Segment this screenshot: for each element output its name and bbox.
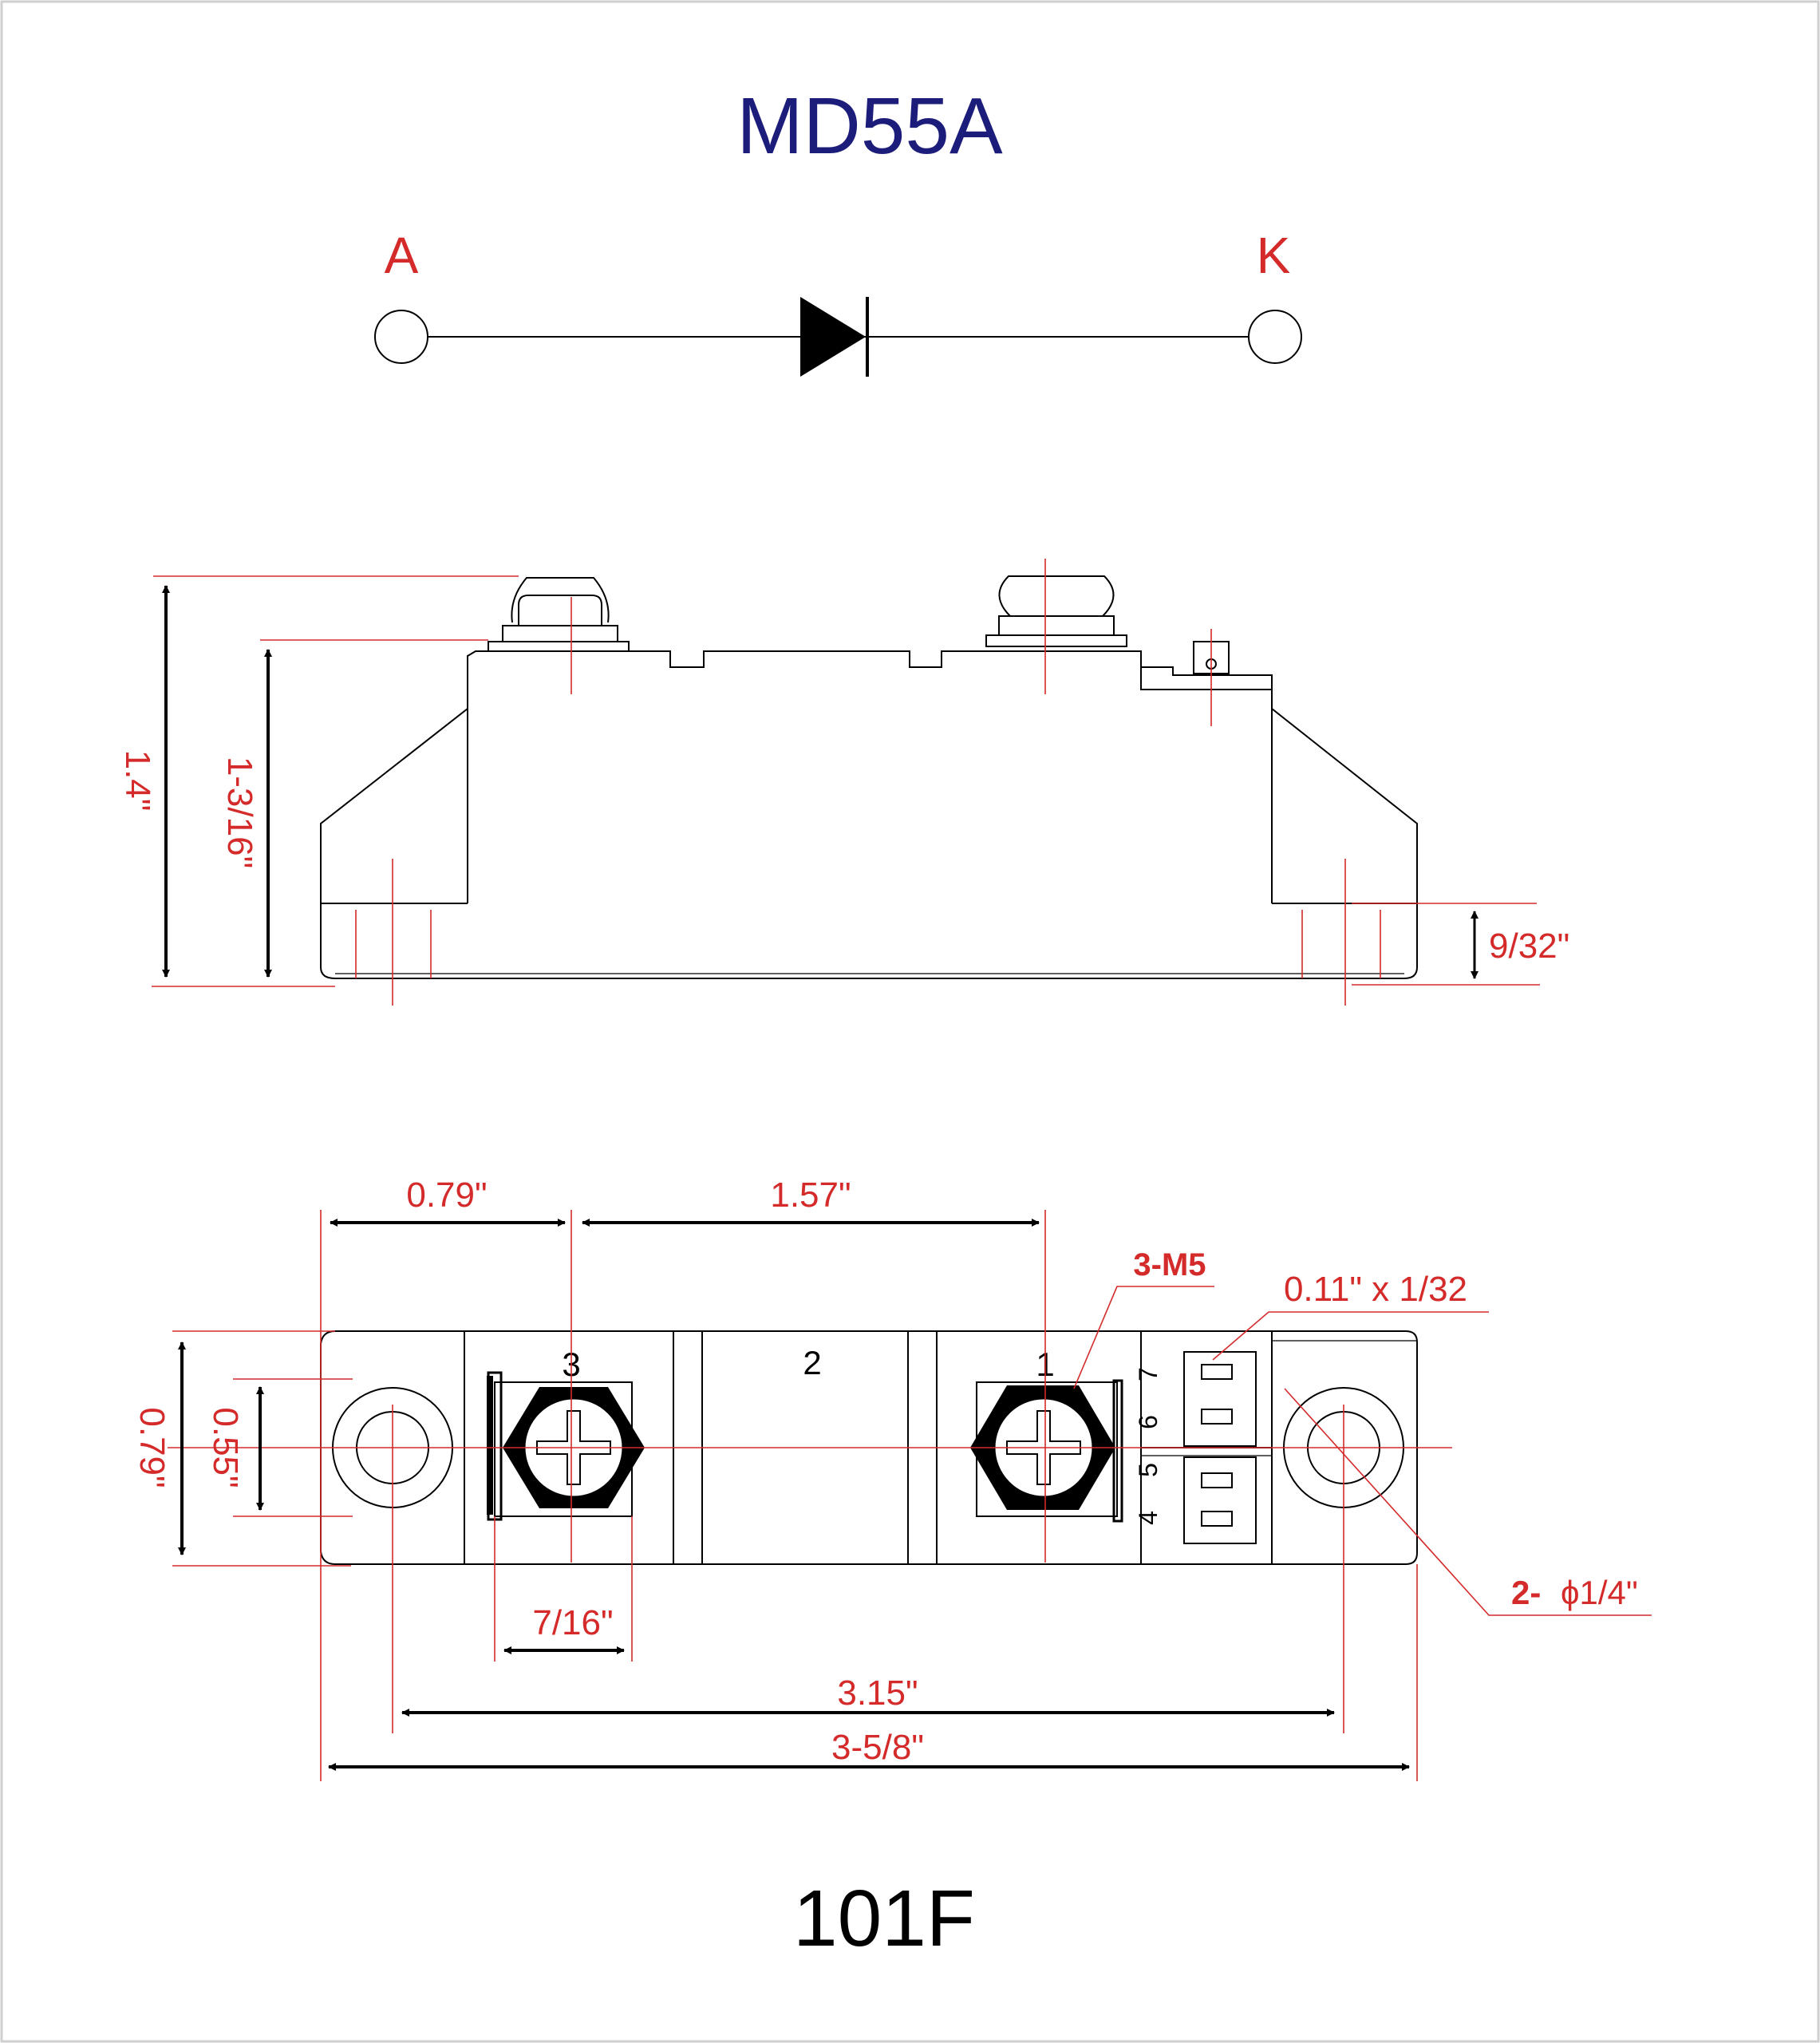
dim-inner-width-label: 0.55" [206, 1407, 245, 1488]
aux-pin-block [1183, 1351, 1257, 1544]
top-outline [320, 1330, 1418, 1565]
side-body [467, 650, 1273, 709]
dim-length-label: 3-5/8" [831, 1728, 924, 1767]
dim-body-height-label: 1-3/16" [220, 757, 259, 868]
screw-callout-label: 3-M5 [1133, 1247, 1206, 1282]
aux-pin-number-4: 4 [1134, 1511, 1163, 1525]
hole-callout-value: ϕ1/4" [1561, 1574, 1638, 1611]
side-terminal-right [985, 575, 1127, 647]
diode-symbol: A K [374, 227, 1302, 377]
package-code: 101F [793, 1874, 975, 1963]
dim-terminal-width-label: 7/16" [532, 1603, 613, 1642]
side-left-shoulder [320, 706, 468, 903]
side-right-shoulder [1271, 706, 1418, 903]
aux-pin-number-5: 5 [1134, 1463, 1163, 1477]
side-base-plate [320, 903, 1418, 979]
aux-pin-number-6: 6 [1134, 1415, 1163, 1429]
dim-total-height-label: 1.4" [118, 750, 157, 812]
dim-terminal-pitch-label: 1.57" [770, 1176, 851, 1215]
cathode-label: K [1257, 227, 1291, 284]
terminal-1 [970, 1379, 1123, 1523]
pin-callout-label: 0.11" x 1/32 [1284, 1270, 1467, 1309]
dim-width-label: 0.79" [132, 1407, 172, 1488]
top-view: 3 2 1 7 6 5 4 0.79" 1.57" [132, 1176, 1652, 1781]
diode-triangle [800, 297, 866, 377]
aux-pin-number-7: 7 [1134, 1367, 1163, 1381]
anode-label: A [385, 227, 419, 284]
side-view: 1.4" 1-3/16" 9/32" [118, 559, 1569, 1006]
terminal-3 [487, 1371, 645, 1521]
page-title: MD55A [736, 81, 1003, 171]
cathode-terminal [1248, 310, 1302, 364]
terminal-number-2: 2 [803, 1344, 821, 1381]
anode-terminal [374, 310, 428, 364]
dim-hole-pitch-label: 3.15" [837, 1674, 918, 1713]
dim-base-thickness-label: 9/32" [1489, 927, 1569, 966]
side-terminal-left [488, 577, 630, 652]
hole-callout-prefix: 2- [1511, 1574, 1541, 1611]
dim-edge-to-terminal-label: 0.79" [406, 1176, 487, 1215]
side-body-step [1140, 667, 1273, 690]
